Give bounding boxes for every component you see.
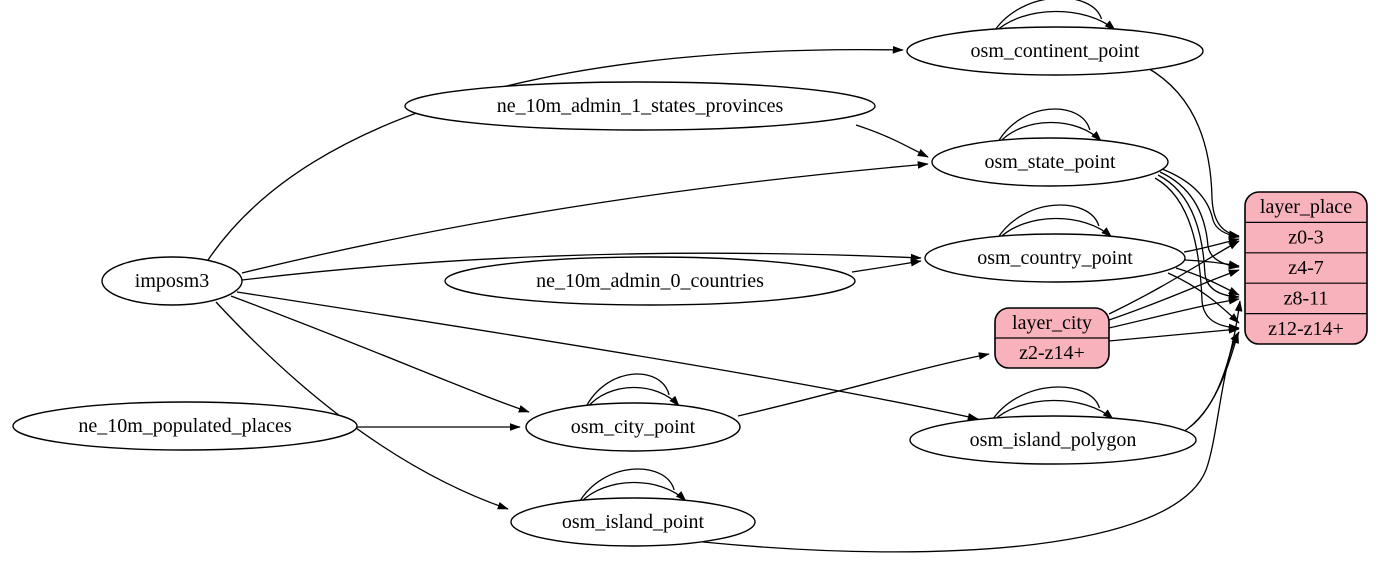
edge-ne_10m_admin_1_states_provinces-to-osm_state_point xyxy=(855,124,929,158)
edge-osm_country_point-to-layer_place-z0-3 xyxy=(1183,237,1240,253)
node-ne_10m_admin_1_states_provinces: ne_10m_admin_1_states_provinces xyxy=(404,81,876,131)
node-osm_island_polygon: osm_island_polygon xyxy=(909,415,1197,465)
edge-osm_island_point-to-layer_place-z12-z14+ xyxy=(702,331,1240,553)
record-layer_place-row-z12-z14+: z12-z14+ xyxy=(1268,318,1344,340)
edge-osm_continent_point-to-layer_place-z0-3 xyxy=(1145,66,1240,239)
node-ne_10m_admin_1_states_provinces-label: ne_10m_admin_1_states_provinces xyxy=(497,95,784,117)
node-ne_10m_admin_0_countries-label: ne_10m_admin_0_countries xyxy=(536,270,764,292)
osm_country_point-ellipse xyxy=(924,233,1186,283)
node-osm_state_point-label: osm_state_point xyxy=(984,151,1116,173)
osm_state_point-ellipse xyxy=(931,137,1169,187)
edge-imposm3-to-osm_island_polygon xyxy=(236,291,979,421)
edge-layer_city-to-layer_place-z8-11 xyxy=(1108,296,1240,329)
edge-imposm3-to-osm_country_point xyxy=(241,252,922,281)
node-osm_continent_point: osm_continent_point xyxy=(906,26,1204,76)
node-osm_city_point: osm_city_point xyxy=(525,402,741,452)
node-osm_continent_point-label: osm_continent_point xyxy=(971,40,1140,62)
node-osm_island_point-label: osm_island_point xyxy=(562,511,705,533)
record-layer_place-row-z4-7: z4-7 xyxy=(1288,257,1324,279)
imposm3-ellipse xyxy=(101,256,243,306)
node-osm_country_point-label: osm_country_point xyxy=(977,247,1133,269)
record-layer_city-row-z2-z14+: z2-z14+ xyxy=(1019,342,1085,364)
record-layer_city-title: layer_city xyxy=(1012,312,1092,334)
edge-osm_country_point-to-layer_place-z4-7 xyxy=(1184,259,1240,269)
self-loop-osm_island_point xyxy=(577,468,687,505)
ne_10m_admin_1_states_provinces-ellipse xyxy=(404,81,876,131)
self-loop-inner-arc xyxy=(579,481,687,504)
osm_island_polygon-ellipse xyxy=(909,415,1197,465)
self-loop-outer-arc xyxy=(584,373,670,410)
node-osm_island_point: osm_island_point xyxy=(510,497,756,547)
edge-osm_island_polygon-to-layer_place-z12-z14+ xyxy=(1182,332,1239,433)
record-layer_place-row-z8-11: z8-11 xyxy=(1284,287,1329,309)
node-osm_country_point: osm_country_point xyxy=(924,233,1186,283)
record-layer_place-row-z0-3: z0-3 xyxy=(1288,227,1324,249)
self-loop-outer-arc xyxy=(577,468,675,505)
self-loop-outer-arc xyxy=(990,386,1101,423)
node-osm_island_polygon-label: osm_island_polygon xyxy=(970,429,1137,451)
edge-osm_country_point-to-layer_place-z12-z14+ xyxy=(1167,272,1240,324)
node-ne_10m_populated_places: ne_10m_populated_places xyxy=(12,401,358,451)
osm_island_point-ellipse xyxy=(510,497,756,547)
osm_continent_point-ellipse xyxy=(906,26,1204,76)
self-loop-osm_city_point xyxy=(584,373,680,410)
record-layer_place-title: layer_place xyxy=(1260,196,1352,218)
edge-imposm3-to-osm_city_point xyxy=(230,295,530,413)
node-ne_10m_populated_places-label: ne_10m_populated_places xyxy=(78,415,291,437)
edge-osm_state_point-to-layer_place-z12-z14+ xyxy=(1154,177,1240,332)
edge-osm_city_point-to-layer_city-z2-z14+ xyxy=(737,352,990,417)
self-loop-outer-arc xyxy=(996,108,1091,145)
edge-imposm3-to-osm_continent_point xyxy=(205,45,904,264)
self-loop-inner-arc xyxy=(998,121,1102,144)
self-loop-inner-arc xyxy=(998,217,1113,240)
self-loop-outer-arc xyxy=(995,204,1100,241)
record-node-layer_place: layer_place z0-3 z4-7 z8-11 z12-z14+ xyxy=(1244,191,1368,345)
self-loop-osm_island_polygon xyxy=(990,386,1114,423)
edge-layer_city-to-layer_place-z12-z14+ xyxy=(1108,326,1240,342)
self-loop-inner-arc xyxy=(992,399,1114,422)
self-loop-osm_country_point xyxy=(995,204,1113,241)
record-node-layer_city: layer_city z2-z14+ xyxy=(994,307,1110,369)
self-loop-osm_state_point xyxy=(996,108,1102,145)
self-loop-inner-arc xyxy=(586,386,680,409)
edge-osm_island_polygon-to-layer_place-z8-11 xyxy=(1189,300,1243,428)
node-imposm3: imposm3 xyxy=(101,256,243,306)
osm_city_point-ellipse xyxy=(525,402,741,452)
self-loop-outer-arc xyxy=(992,0,1103,34)
node-osm_city_point-label: osm_city_point xyxy=(571,416,696,438)
ne_10m_admin_0_countries-ellipse xyxy=(444,256,856,306)
self-loop-osm_continent_point xyxy=(992,0,1116,34)
edge-osm_state_point-to-layer_place-z8-11 xyxy=(1157,174,1240,301)
edge-imposm3-to-osm_state_point xyxy=(241,161,929,274)
edge-osm_country_point-to-layer_place-z8-11 xyxy=(1175,267,1240,296)
layer_place-box xyxy=(1244,191,1368,345)
edge-ne_10m_admin_0_countries-to-osm_country_point xyxy=(851,258,922,273)
ne_10m_populated_places-ellipse xyxy=(12,401,358,451)
edge-layer_city-to-layer_place-z0-3 xyxy=(1108,240,1240,315)
edge-layer_city-to-layer_place-z4-7 xyxy=(1108,269,1240,321)
edge-imposm3-to-osm_island_point xyxy=(215,301,509,510)
node-osm_state_point: osm_state_point xyxy=(931,137,1169,187)
edge-osm_state_point-to-layer_place-z0-3 xyxy=(1161,168,1240,240)
node-ne_10m_admin_0_countries: ne_10m_admin_0_countries xyxy=(444,256,856,306)
self-loop-inner-arc xyxy=(994,10,1116,33)
node-imposm3-label: imposm3 xyxy=(135,270,209,292)
